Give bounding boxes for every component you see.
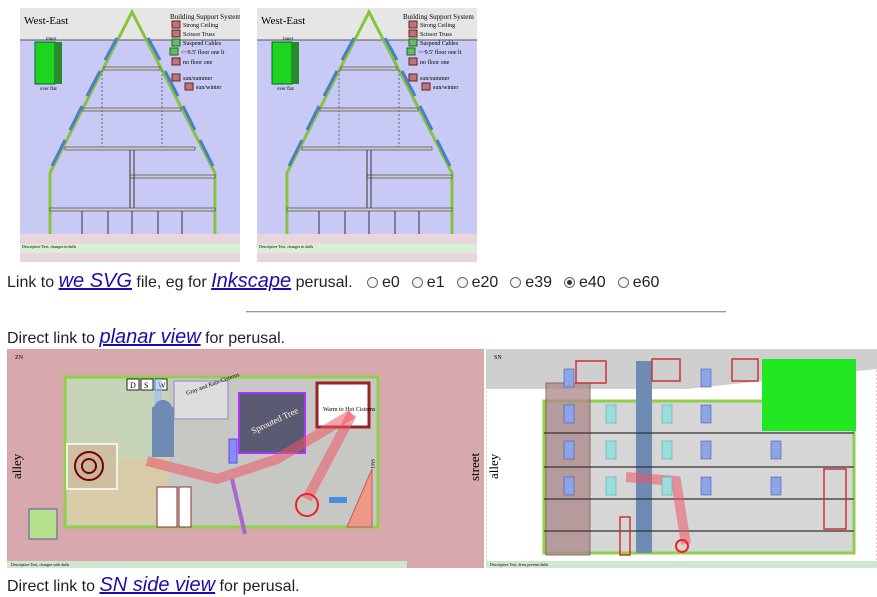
- text: perusal.: [291, 274, 353, 291]
- key-label: D: [130, 381, 136, 390]
- horizontal-rule: [246, 311, 726, 313]
- radio-selected-icon[interactable]: [564, 277, 575, 289]
- corner-label: SN: [494, 355, 502, 361]
- text: Link to: [7, 274, 59, 291]
- text: Direct link to: [7, 578, 100, 595]
- sn-link-line: Direct link to SN side view for perusal.: [7, 574, 300, 597]
- legend-title: Building Support System: [170, 13, 240, 21]
- radio-e1[interactable]: e1: [411, 273, 445, 292]
- sn-side-view-link[interactable]: SN side view: [99, 574, 216, 596]
- sn-side-view: SN alley Descriptive Text, draw prevent …: [486, 349, 877, 568]
- radio-e0[interactable]: e0: [367, 274, 400, 292]
- radio-e40[interactable]: e40: [564, 274, 606, 292]
- svg-link-line: Link to we SVG file, eg for Inkscape per…: [7, 270, 659, 293]
- street-label: street: [467, 452, 482, 481]
- legend-item: Scissor Truss: [183, 32, 216, 38]
- legend-item: <~9.5' floor one lt: [418, 49, 462, 56]
- corner-label: ZN: [15, 355, 24, 361]
- legend-item: <~9.5' floor one lt: [181, 49, 225, 56]
- we-svg-link[interactable]: we SVG: [58, 270, 132, 292]
- legend-item: Scissor Truss: [420, 32, 453, 38]
- gauge-label: inner: [283, 37, 294, 42]
- planar-caption: Descriptive Text, changes with dulls: [11, 562, 70, 568]
- radio-label: e0: [382, 273, 400, 291]
- text: for perusal.: [200, 330, 286, 347]
- planar-link-line: Direct link to planar view for perusal.: [7, 326, 285, 349]
- radio-icon[interactable]: [456, 277, 468, 289]
- view-angle-radio-group: e0 e1 e20 e39 e40 e60: [367, 274, 659, 292]
- alley-label: alley: [9, 453, 24, 479]
- we-section-2: West-East Building Support System Strong…: [257, 8, 477, 262]
- sn-caption: Descriptive Text, draw prevent dulls: [490, 562, 549, 568]
- radio-icon[interactable]: [510, 277, 522, 289]
- legend-item: Strong Ceiling: [420, 23, 455, 29]
- radio-icon[interactable]: [411, 277, 423, 289]
- legend-title: Building Support System: [403, 13, 474, 21]
- panel-caption: Descriptive Text, changes in dulls: [22, 244, 77, 250]
- planar-view-link[interactable]: planar view: [99, 326, 201, 348]
- planar-view: ZN alley street D S W Gray and Rain Cist…: [7, 349, 484, 568]
- text: Direct link to: [7, 330, 100, 347]
- legend-item: Strong Ceiling: [183, 23, 218, 29]
- legend-item: no floor one: [183, 59, 213, 66]
- radio-e60[interactable]: e60: [617, 273, 660, 292]
- legend-item: Suspend Cables: [183, 41, 222, 47]
- radio-label: e40: [579, 273, 606, 291]
- radio-label: e1: [426, 273, 445, 291]
- radio-e39[interactable]: e39: [510, 274, 552, 292]
- side-label: SWI: [369, 459, 374, 469]
- sun-label: sun/winter: [433, 85, 458, 91]
- we-section-1: West-East Building Support System Strong…: [20, 8, 240, 262]
- sun-label: sun/summer: [183, 76, 212, 82]
- gauge-label: over flat: [277, 87, 294, 92]
- gauge-label: over flat: [40, 87, 57, 92]
- radio-label: e60: [632, 273, 660, 291]
- inkscape-link[interactable]: Inkscape: [211, 270, 292, 292]
- panel-title: West-East: [261, 15, 305, 27]
- sun-label: sun/summer: [420, 76, 449, 82]
- text: for perusal.: [215, 578, 300, 595]
- sun-label: sun/winter: [196, 85, 221, 91]
- key-label: S: [144, 381, 148, 390]
- radio-label: e20: [471, 273, 499, 291]
- text: file, eg for: [131, 274, 212, 291]
- panel-title: West-East: [24, 15, 68, 27]
- alley-label: alley: [486, 453, 501, 479]
- radio-icon[interactable]: [617, 277, 629, 289]
- legend-item: no floor one: [420, 59, 450, 66]
- radio-icon[interactable]: [367, 277, 378, 289]
- radio-e20[interactable]: e20: [456, 273, 499, 292]
- radio-label: e39: [525, 273, 552, 291]
- panel-caption: Descriptive Text, changes in dulls: [259, 244, 314, 250]
- legend-item: Suspend Cables: [420, 41, 459, 47]
- gauge-label: inner: [46, 37, 57, 42]
